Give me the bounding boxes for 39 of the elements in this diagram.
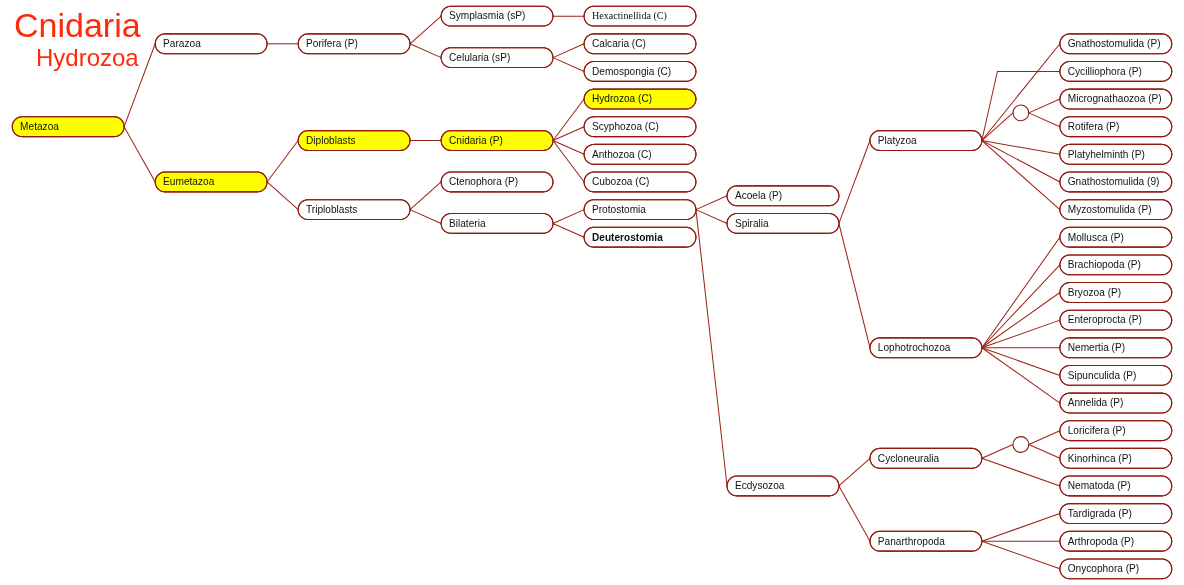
connector (266, 140, 299, 183)
connector (552, 57, 585, 72)
connector (981, 140, 1061, 183)
connector (695, 209, 728, 224)
connector (409, 181, 442, 211)
connector (552, 140, 585, 183)
connector (695, 195, 728, 211)
connector (1028, 430, 1061, 445)
connector (981, 264, 1061, 349)
connector (409, 140, 442, 141)
connector (409, 15, 442, 45)
node-circle (1012, 104, 1030, 122)
connector (981, 347, 1061, 376)
connector (409, 43, 442, 59)
connector (981, 236, 1061, 349)
connector (266, 181, 299, 211)
connector (552, 209, 585, 224)
connector (981, 319, 1061, 349)
connector (1028, 98, 1061, 114)
connector (981, 70, 1061, 141)
connector (981, 43, 1061, 141)
connector (981, 347, 1061, 349)
connector (552, 43, 585, 59)
connector (409, 209, 442, 224)
node-circle (1012, 436, 1030, 453)
connector (981, 292, 1061, 349)
connector (981, 444, 1014, 459)
subtitle-label: Hydrozoa (36, 44, 139, 72)
diagram-title: Cnidaria (14, 6, 141, 44)
connector (552, 15, 585, 17)
connector (552, 140, 585, 155)
connector (838, 457, 871, 487)
connector (981, 112, 1014, 141)
connector (981, 140, 1061, 211)
connector (552, 126, 585, 141)
connector (981, 347, 1061, 404)
connector (552, 98, 585, 141)
connector (981, 513, 1061, 542)
connector (552, 222, 585, 238)
